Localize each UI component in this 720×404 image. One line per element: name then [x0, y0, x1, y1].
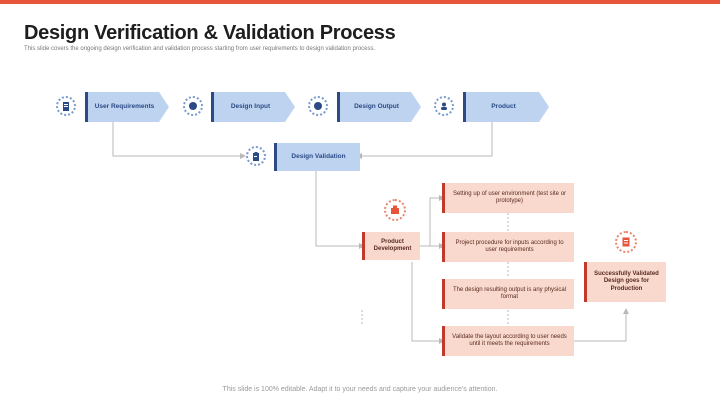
product-development-label: Product Development [373, 238, 412, 252]
step-project-procedure: Project procedure for inputs according t… [442, 232, 574, 262]
flow-user-requirements: User Requirements [85, 92, 169, 122]
footer-note: This slide is 100% editable. Adapt it to… [222, 386, 498, 393]
result-validated-design: Successfully Validated Design goes for P… [584, 262, 666, 302]
design-input-label: Design Input [230, 103, 271, 111]
result-label: Successfully Validated Design goes for P… [594, 271, 659, 292]
flow-product: Product [463, 92, 549, 122]
step-validate-layout: Validate the layout according to user ne… [442, 326, 574, 356]
document-icon [56, 96, 76, 116]
page-subtitle: This slide covers the ongoing design ver… [24, 46, 376, 52]
step3-label: The design resulting output is any physi… [452, 286, 567, 300]
flow-design-output: Design Output [337, 92, 421, 122]
user-requirements-label: User Requirements [94, 103, 155, 111]
product-label: Product [491, 103, 516, 111]
flow-design-validation: Design Validation [274, 143, 360, 171]
design-output-label: Design Output [354, 103, 399, 111]
step2-label: Project procedure for inputs according t… [455, 239, 564, 253]
checklist-icon [615, 231, 637, 253]
page-title: Design Verification & Validation Process [24, 22, 396, 44]
accent-bar [0, 0, 720, 4]
people-icon [434, 96, 454, 116]
step-setup-environment: Setting up of user environment (test sit… [442, 183, 574, 213]
clipboard-icon [246, 146, 266, 166]
settings-icon [308, 96, 328, 116]
step1-label: Setting up of user environment (test sit… [452, 190, 567, 204]
design-validation-label: Design Validation [291, 153, 346, 161]
product-development-box: Product Development [362, 232, 420, 260]
flow-design-input: Design Input [211, 92, 295, 122]
gear-icon [183, 96, 203, 116]
step-design-output-format: The design resulting output is any physi… [442, 279, 574, 309]
box-icon [384, 199, 406, 221]
step4-label: Validate the layout according to user ne… [452, 333, 567, 347]
